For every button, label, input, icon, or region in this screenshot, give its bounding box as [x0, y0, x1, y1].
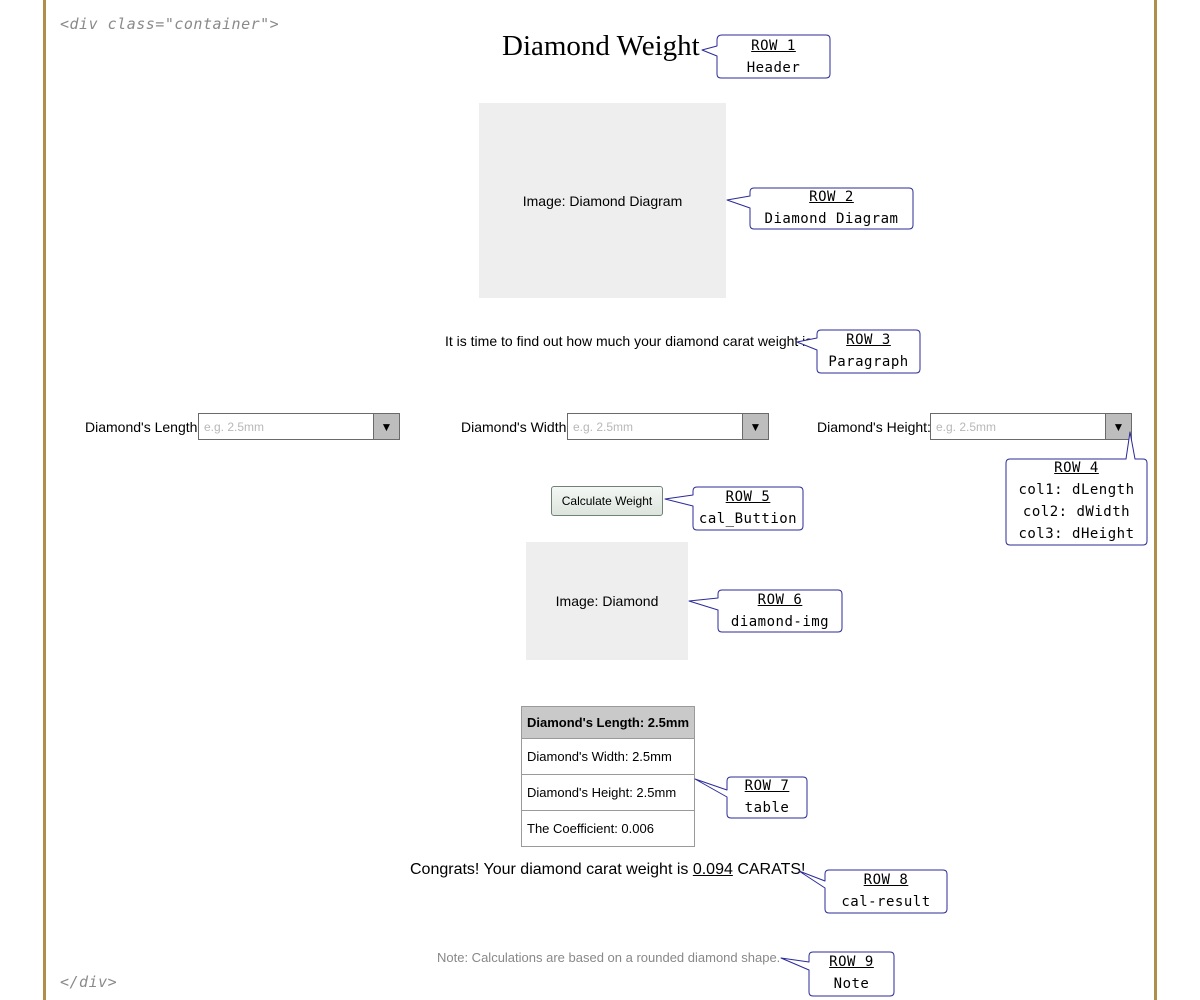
length-label: Diamond's Length: — [85, 419, 202, 435]
annotation-title: ROW 3 — [846, 332, 891, 348]
annotation-row9: ROW 9 Note — [809, 951, 894, 995]
annotation-title: ROW 7 — [744, 778, 790, 794]
table-cell-width: Diamond's Width: 2.5mm — [521, 738, 695, 775]
intro-paragraph: It is time to find out how much your dia… — [445, 333, 817, 349]
page-title: Diamond Weight — [502, 30, 700, 62]
annotation-desc: Note — [833, 976, 870, 992]
diamond-diagram-image: Image: Diamond Diagram — [479, 103, 726, 298]
width-label: Diamond's Width: — [461, 419, 571, 435]
annotation-title: ROW 6 — [757, 592, 803, 608]
diamond-diagram-label: Image: Diamond Diagram — [522, 192, 683, 209]
dimensions-table: Diamond's Length: 2.5mm Diamond's Width:… — [521, 706, 695, 847]
annotation-desc: col1: dLength — [1018, 482, 1135, 498]
annotation-row5: ROW 5 cal_Buttion — [693, 486, 803, 530]
diamond-image-label: Image: Diamond — [555, 593, 659, 609]
annotation-title: ROW 4 — [1054, 460, 1099, 476]
annotation-desc: cal_Buttion — [698, 511, 798, 527]
annotation-desc: cal-result — [841, 894, 931, 910]
length-select[interactable]: e.g. 2.5mm ▼ — [198, 413, 400, 440]
annotation-desc: Paragraph — [828, 354, 909, 370]
annotation-desc: Header — [746, 60, 801, 76]
result-prefix: Congrats! Your diamond carat weight is — [410, 861, 693, 878]
annotation-desc: col2: dWidth — [1022, 504, 1131, 520]
annotation-row4: ROW 4 col1: dLength col2: dWidth col3: d… — [1006, 457, 1147, 545]
calculate-weight-button[interactable]: Calculate Weight — [551, 486, 663, 516]
annotation-title: ROW 8 — [863, 872, 909, 888]
annotation-desc: Diamond Diagram — [764, 211, 899, 227]
height-select[interactable]: e.g. 2.5mm ▼ — [930, 413, 1132, 440]
table-cell-height: Diamond's Height: 2.5mm — [521, 774, 695, 811]
height-dropdown-arrow-icon[interactable]: ▼ — [1105, 414, 1131, 439]
result-value: 0.094 — [692, 861, 733, 878]
annotation-row6: ROW 6 diamond-img — [718, 589, 842, 633]
result-suffix: CARATS! — [732, 861, 806, 878]
right-border-rule — [1154, 0, 1157, 1000]
container-open-tag: <div class="container"> — [60, 15, 280, 33]
callout-row3 — [796, 329, 921, 374]
table-row: Diamond's Height: 2.5mm — [521, 774, 695, 811]
container-close-tag: </div> — [60, 973, 118, 991]
annotation-row2: ROW 2 Diamond Diagram — [750, 186, 913, 230]
callout-row8 — [798, 869, 948, 914]
annotation-desc: table — [744, 800, 790, 816]
annotation-title: ROW 5 — [725, 489, 771, 505]
callout-row7 — [694, 776, 808, 819]
table-row: Diamond's Width: 2.5mm — [521, 738, 695, 775]
annotation-row7: ROW 7 table — [727, 775, 807, 819]
annotation-desc: diamond-img — [730, 614, 830, 630]
callout-row1 — [701, 34, 831, 79]
table-header-row: Diamond's Length: 2.5mm — [521, 706, 695, 739]
length-dropdown-arrow-icon[interactable]: ▼ — [373, 414, 399, 439]
length-placeholder: e.g. 2.5mm — [204, 420, 265, 434]
table-header-cell: Diamond's Length: 2.5mm — [521, 706, 695, 739]
callout-row4 — [1005, 431, 1148, 546]
table-row: The Coefficient: 0.006 — [521, 810, 695, 847]
callout-row2 — [726, 187, 914, 230]
calc-result: Congrats! Your diamond carat weight is 0… — [410, 861, 805, 879]
annotation-row8: ROW 8 cal-result — [825, 869, 947, 913]
left-border-rule — [43, 0, 46, 1000]
callout-row9 — [780, 951, 895, 997]
note-text: Note: Calculations are based on a rounde… — [437, 950, 781, 965]
width-dropdown-arrow-icon[interactable]: ▼ — [742, 414, 768, 439]
table-cell-coefficient: The Coefficient: 0.006 — [521, 810, 695, 847]
diamond-image: Image: Diamond — [526, 542, 688, 660]
callout-row5 — [664, 486, 804, 531]
callout-row6 — [688, 589, 843, 633]
width-placeholder: e.g. 2.5mm — [573, 420, 634, 434]
annotation-desc: col3: dHeight — [1018, 526, 1135, 542]
annotation-row3: ROW 3 Paragraph — [817, 329, 920, 373]
height-placeholder: e.g. 2.5mm — [936, 420, 997, 434]
width-select[interactable]: e.g. 2.5mm ▼ — [567, 413, 769, 440]
annotation-title: ROW 1 — [751, 38, 796, 54]
annotation-title: ROW 2 — [809, 189, 854, 205]
annotation-row1: ROW 1 Header — [717, 35, 830, 79]
height-label: Diamond's Height: — [817, 419, 931, 435]
annotation-title: ROW 9 — [829, 954, 874, 970]
